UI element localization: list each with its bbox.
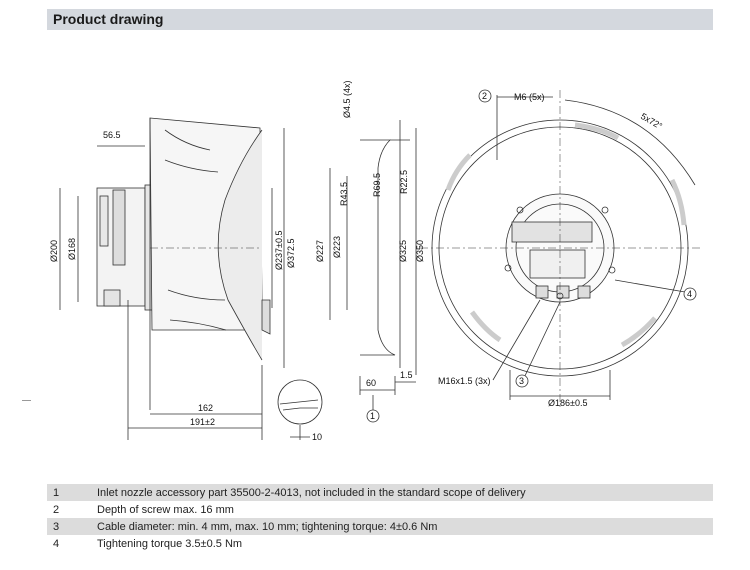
note-number: 2: [47, 501, 91, 518]
label-plate: [112, 189, 126, 266]
note-text: Depth of screw max. 16 mm: [91, 501, 713, 518]
callout-3: 3: [519, 376, 524, 386]
dim-d200: Ø200: [49, 240, 59, 262]
dim-d4-5: Ø4.5 (4x): [342, 80, 352, 118]
side-view: [59, 117, 323, 440]
front-view: [420, 89, 700, 410]
dim-r43-5: R43.5: [339, 182, 349, 206]
note-number: 4: [47, 535, 91, 552]
dim-10: 10: [312, 432, 322, 442]
note-text: Inlet nozzle accessory part 35500-2-4013…: [91, 484, 713, 501]
note-number: 1: [47, 484, 91, 501]
nozzle-labels: Ø4.5 (4x) R22.5 R69.5 R43.5 Ø227 Ø223 Ø3…: [315, 80, 425, 421]
warning-label: [529, 249, 586, 279]
dim-d325: Ø325: [398, 240, 408, 262]
dim-60: 60: [366, 378, 376, 388]
notes-table: 1 Inlet nozzle accessory part 35500-2-40…: [47, 484, 713, 552]
terminal-box: [99, 195, 109, 247]
dim-r69-5: R69.5: [372, 173, 382, 197]
section-header: Product drawing: [47, 9, 713, 30]
nozzle-profile: [360, 139, 396, 356]
name-plate: [511, 221, 593, 243]
note-row: 1 Inlet nozzle accessory part 35500-2-40…: [47, 484, 713, 501]
dim-m6: M6 (5x): [514, 92, 545, 102]
note-number: 3: [47, 518, 91, 535]
dim-56-5: 56.5: [103, 130, 121, 140]
note-row: 2 Depth of screw max. 16 mm: [47, 501, 713, 518]
dim-d223: Ø223: [332, 236, 342, 258]
product-drawing: 56.5 Ø200 Ø168 Ø237±0.5 Ø372.5 162 191±2…: [49, 80, 700, 442]
dim-m16: M16x1.5 (3x): [438, 376, 491, 386]
nozzle-view: [329, 120, 417, 423]
margin-mark: [22, 400, 31, 401]
dim-d168: Ø168: [67, 238, 77, 260]
note-text: Tightening torque 3.5±0.5 Nm: [91, 535, 713, 552]
note-row: 3 Cable diameter: min. 4 mm, max. 10 mm;…: [47, 518, 713, 535]
dim-1-5: 1.5: [400, 370, 413, 380]
dim-d237: Ø237±0.5: [274, 231, 284, 270]
dim-d186: Ø186±0.5: [548, 398, 587, 408]
note-row: 4 Tightening torque 3.5±0.5 Nm: [47, 535, 713, 552]
section-title: Product drawing: [53, 11, 164, 27]
dim-r22-5: R22.5: [399, 170, 409, 194]
callout-4: 4: [687, 289, 692, 299]
dim-d227: Ø227: [315, 240, 325, 262]
impeller-blade-profile: [217, 129, 263, 361]
dim-162: 162: [198, 403, 213, 413]
dim-191: 191±2: [190, 417, 215, 427]
dim-d372-5: Ø372.5: [286, 238, 296, 268]
callout-2: 2: [482, 91, 487, 101]
callout-1: 1: [370, 411, 375, 421]
note-text: Cable diameter: min. 4 mm, max. 10 mm; t…: [91, 518, 713, 535]
cable-gland: [103, 289, 121, 307]
dim-d350: Ø350: [415, 240, 425, 262]
side-view-labels: 56.5 Ø200 Ø168 Ø237±0.5 Ø372.5 162 191±2…: [49, 130, 322, 442]
